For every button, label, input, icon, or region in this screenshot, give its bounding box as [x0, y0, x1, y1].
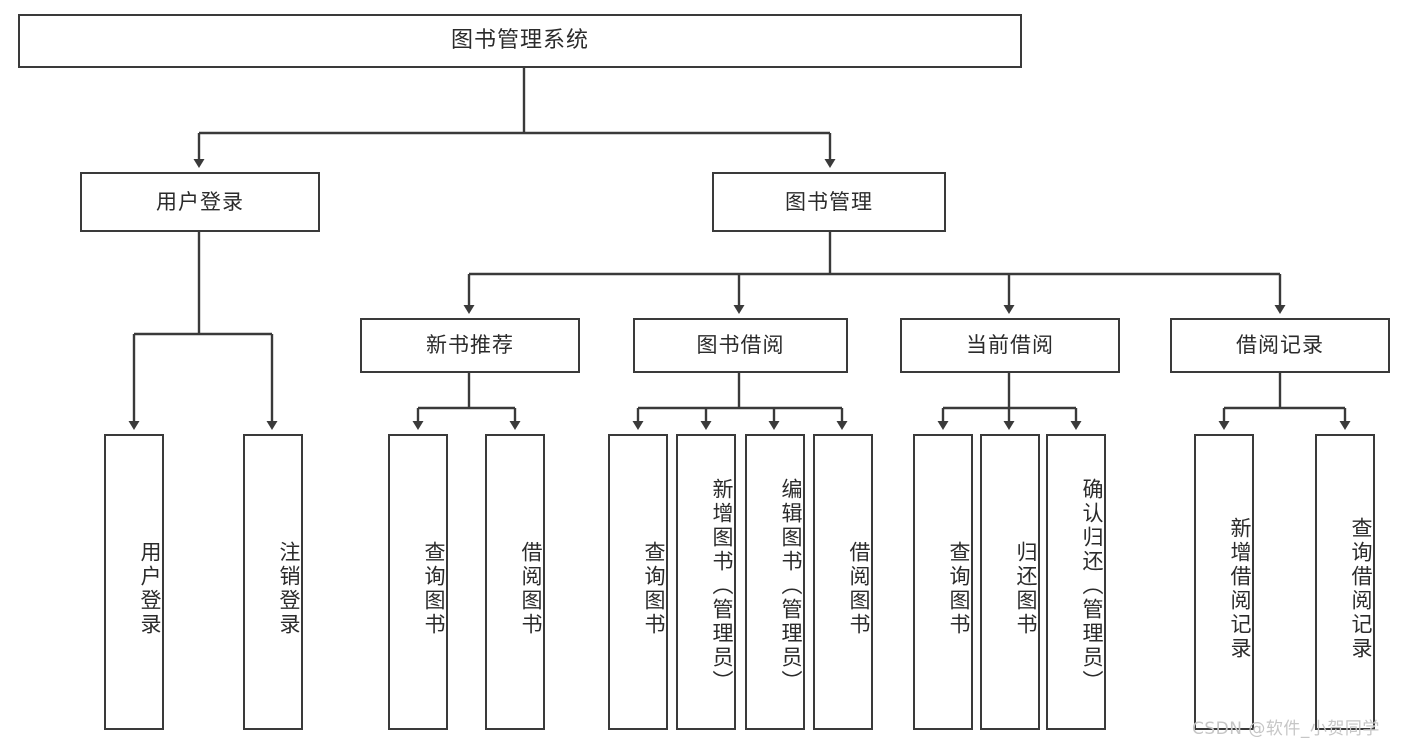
node-label: 借阅记录 — [1236, 333, 1324, 358]
leaf-record-query[interactable]: 查询借阅记录 — [1315, 434, 1375, 730]
leaf-current-return-book[interactable]: 归还图书 — [980, 434, 1040, 730]
leaf-borrow-query-book[interactable]: 查询图书 — [608, 434, 668, 730]
leaf-user-login-logout[interactable]: 注销登录 — [243, 434, 303, 730]
node-label: 编辑图书（管理员） — [779, 478, 803, 694]
node-label: 图书管理系统 — [450, 28, 589, 54]
node-borrow-record[interactable]: 借阅记录 — [1170, 318, 1390, 373]
node-label: 图书借阅 — [696, 333, 785, 358]
leaf-current-query-book[interactable]: 查询图书 — [913, 434, 973, 730]
node-label: 图书管理 — [785, 189, 873, 214]
leaf-record-add[interactable]: 新增借阅记录 — [1194, 434, 1254, 730]
csdn-watermark: CSDN @软件_小贺同学 — [1192, 719, 1380, 739]
node-label: 新增借阅记录 — [1228, 517, 1252, 661]
node-root-system[interactable]: 图书管理系统 — [18, 14, 1022, 68]
leaf-new-book-query[interactable]: 查询图书 — [388, 434, 448, 730]
node-label: 查询图书 — [642, 541, 666, 637]
leaf-borrow-add-book[interactable]: 新增图书（管理员） — [676, 434, 736, 730]
node-label: 查询图书 — [947, 541, 971, 637]
node-book-borrow[interactable]: 图书借阅 — [633, 318, 848, 373]
node-new-book-recommend[interactable]: 新书推荐 — [360, 318, 580, 373]
node-label: 当前借阅 — [966, 333, 1054, 358]
node-label: 查询图书 — [422, 541, 446, 637]
node-current-borrow[interactable]: 当前借阅 — [900, 318, 1120, 373]
node-label: 借阅图书 — [519, 541, 543, 637]
node-user-login[interactable]: 用户登录 — [80, 172, 320, 232]
node-label: 归还图书 — [1014, 541, 1038, 637]
node-label: 查询借阅记录 — [1349, 517, 1373, 661]
node-label: 新书推荐 — [426, 333, 514, 358]
node-label: 借阅图书 — [847, 541, 871, 637]
leaf-borrow-edit-book[interactable]: 编辑图书（管理员） — [745, 434, 805, 730]
leaf-user-login-login[interactable]: 用户登录 — [104, 434, 164, 730]
leaf-new-book-borrow[interactable]: 借阅图书 — [485, 434, 545, 730]
node-label: 注销登录 — [277, 541, 301, 637]
leaf-borrow-borrow-book[interactable]: 借阅图书 — [813, 434, 873, 730]
leaf-current-confirm-return[interactable]: 确认归还（管理员） — [1046, 434, 1106, 730]
node-label: 用户登录 — [138, 541, 162, 637]
node-book-management[interactable]: 图书管理 — [712, 172, 946, 232]
node-label: 确认归还（管理员） — [1080, 478, 1104, 694]
node-label: 用户登录 — [156, 189, 244, 214]
node-label: 新增图书（管理员） — [710, 478, 734, 694]
